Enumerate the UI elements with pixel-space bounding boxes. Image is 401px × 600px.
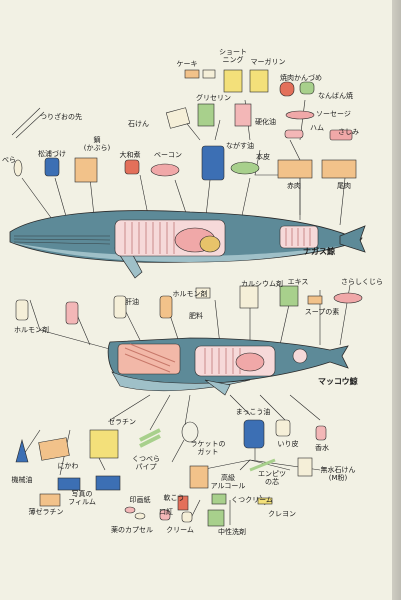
label-tsurizao: つりざおの先 — [40, 113, 82, 121]
label-iri-kawa: いり皮 — [277, 440, 299, 448]
page-edge — [392, 0, 401, 600]
label-hormone2: ホルモン剤 — [172, 290, 208, 298]
label-hormone: ホルモン剤 — [14, 326, 49, 334]
label-sashimi: さしみ — [338, 128, 359, 136]
label-nanban: なんばん焼 — [318, 92, 353, 100]
label-bacon: ベーコン — [154, 151, 182, 159]
label-onomi: 尾肉 — [337, 182, 351, 190]
label-kabura: 鏑 (かぶら) — [83, 136, 111, 152]
label-fertilizer: 肥料 — [189, 312, 203, 320]
sperm-whale — [107, 337, 349, 396]
product-icons — [11, 69, 363, 527]
label-matsuura: 松浦づけ — [38, 150, 66, 158]
label-sarashi: さらしくじら — [341, 278, 383, 286]
label-perfume: 香水 — [315, 444, 329, 452]
label-ambergris-oil: まっこう油 — [235, 408, 271, 416]
label-crayon: クレヨン — [268, 510, 296, 518]
label-machine-oil: 機械油 — [11, 476, 33, 484]
label-calcium: カルシウム剤 — [241, 280, 283, 288]
label-printing-paper: 印画紙 — [129, 496, 151, 504]
label-nikawa: にかわ — [57, 462, 79, 470]
label-shoe-cream: くつクリーム — [231, 496, 273, 504]
label-margarine: マーガリン — [250, 58, 286, 66]
label-ham: ハム — [310, 124, 324, 132]
label-soup: スープの素 — [304, 308, 340, 316]
label-thin-gelatin: 薄ゼラチン — [28, 508, 64, 516]
label-sperm-whale: マッコウ鯨 — [318, 377, 358, 386]
label-rouge: 口紅 — [159, 508, 173, 516]
label-kutsubera: くつべら パイプ — [132, 455, 160, 471]
label-photo-film: 写真の フィルム — [68, 490, 96, 506]
label-hardened-oil: 硬化油 — [255, 118, 276, 126]
label-shortening: ショート ニング — [219, 48, 247, 64]
label-pencil: エンピツ の芯 — [258, 470, 286, 486]
label-gelatin: ゼラチン — [108, 418, 136, 426]
fin-whale — [9, 210, 366, 279]
label-capsule: 薬のカプセル — [111, 526, 153, 534]
label-cake: ケーキ — [176, 60, 198, 68]
paper-sheet — [0, 0, 392, 600]
label-racket: ラケットの ガット — [190, 440, 226, 456]
label-ointment: 軟こう — [163, 494, 185, 502]
label-nagasu-oil: ながす油 — [226, 142, 254, 150]
label-sausage: ソーセージ — [316, 110, 351, 118]
label-detergent: 中性洗剤 — [218, 528, 246, 536]
label-honkawa: 本皮 — [256, 153, 270, 161]
label-med-soap: 無水石けん (M粉) — [320, 466, 356, 482]
label-high-alcohol: 高級 アルコール — [210, 474, 246, 490]
label-extract: エキス — [287, 278, 309, 286]
label-fin-whale: ナガス鯨 — [303, 247, 335, 256]
label-soap: 石けん — [128, 120, 149, 128]
label-yamato: 大和煮 — [119, 151, 141, 159]
label-liver-oil: 肝油 — [125, 298, 139, 306]
label-yakiniku: 焼肉かんづめ — [280, 74, 322, 82]
label-glycerin: グリセリン — [196, 94, 231, 102]
label-akaniku: 赤肉 — [287, 182, 301, 190]
label-bera: べら — [2, 156, 16, 164]
label-cream: クリーム — [166, 526, 194, 534]
